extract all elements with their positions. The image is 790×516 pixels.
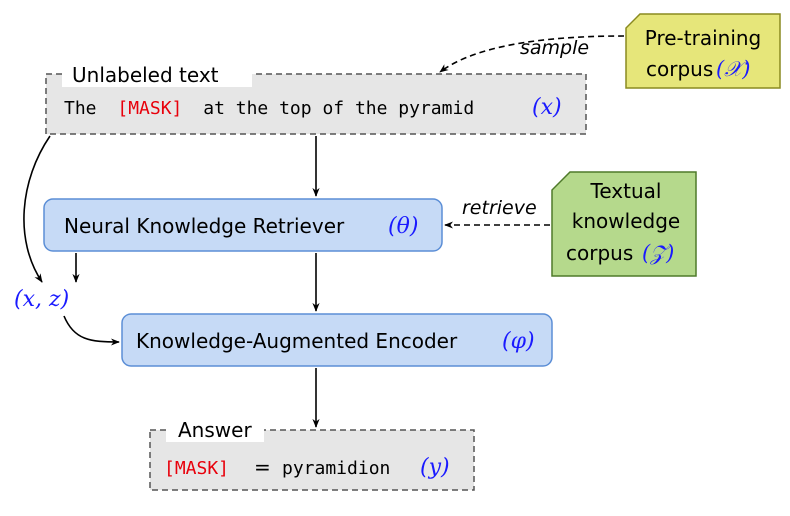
- unlabeled-text-box: Unlabeled text The [MASK] at the top of …: [45, 63, 587, 135]
- edge-pair-to-encoder: [63, 315, 120, 346]
- edge-unlabeled-to-pair: [23, 135, 51, 283]
- encoder-var-phi: (φ): [502, 329, 535, 354]
- edge-sample: [439, 35, 625, 73]
- unlabeled-var-x: (x): [532, 95, 562, 120]
- unlabeled-label-bg: [62, 63, 252, 87]
- knowledge-frame: [551, 171, 697, 277]
- answer-label-bg: [166, 418, 264, 442]
- pretraining-line2: corpus: [646, 57, 713, 81]
- pretraining-frame: [625, 13, 781, 89]
- edge-retrieve-label: retrieve: [462, 197, 537, 219]
- knowledge-var-Z: (𝒵): [642, 241, 674, 265]
- encoder-frame: [121, 313, 553, 367]
- knowledge-corpus-node: Textual knowledge corpus (𝒵): [551, 171, 697, 277]
- encoder-node: Knowledge-Augmented Encoder (φ): [121, 313, 553, 367]
- answer-box: Answer [MASK] = pyramidion (y): [149, 418, 475, 491]
- unlabeled-word-the: The: [64, 98, 97, 119]
- answer-equals: =: [254, 455, 271, 479]
- answer-label: Answer: [178, 418, 252, 442]
- answer-value: pyramidion: [282, 458, 390, 479]
- retriever-label: Neural Knowledge Retriever: [64, 214, 345, 238]
- edge-sample-label: sample: [520, 37, 589, 59]
- pair-xz-label: (x, z): [14, 287, 69, 312]
- unlabeled-mask-token: [MASK]: [117, 98, 182, 119]
- encoder-label: Knowledge-Augmented Encoder: [136, 329, 458, 353]
- unlabeled-text-label: Unlabeled text: [72, 63, 219, 87]
- answer-mask-token: [MASK]: [164, 458, 229, 479]
- retriever-node: Neural Knowledge Retriever (θ): [43, 198, 443, 252]
- pretraining-corpus-node: Pre-training corpus (𝒳): [625, 13, 781, 89]
- knowledge-line3: corpus: [566, 241, 633, 265]
- retriever-frame: [43, 198, 443, 252]
- unlabeled-sentence: The [MASK] at the top of the pyramid: [64, 98, 474, 119]
- pretraining-var-X: (𝒳): [716, 57, 750, 81]
- knowledge-line2: knowledge: [572, 209, 680, 233]
- knowledge-line1: Textual: [590, 179, 662, 203]
- answer-var-y: (y): [420, 455, 450, 480]
- retriever-var-theta: (θ): [388, 214, 418, 239]
- unlabeled-rest: at the top of the pyramid: [203, 98, 474, 119]
- pretraining-line1: Pre-training: [645, 26, 762, 50]
